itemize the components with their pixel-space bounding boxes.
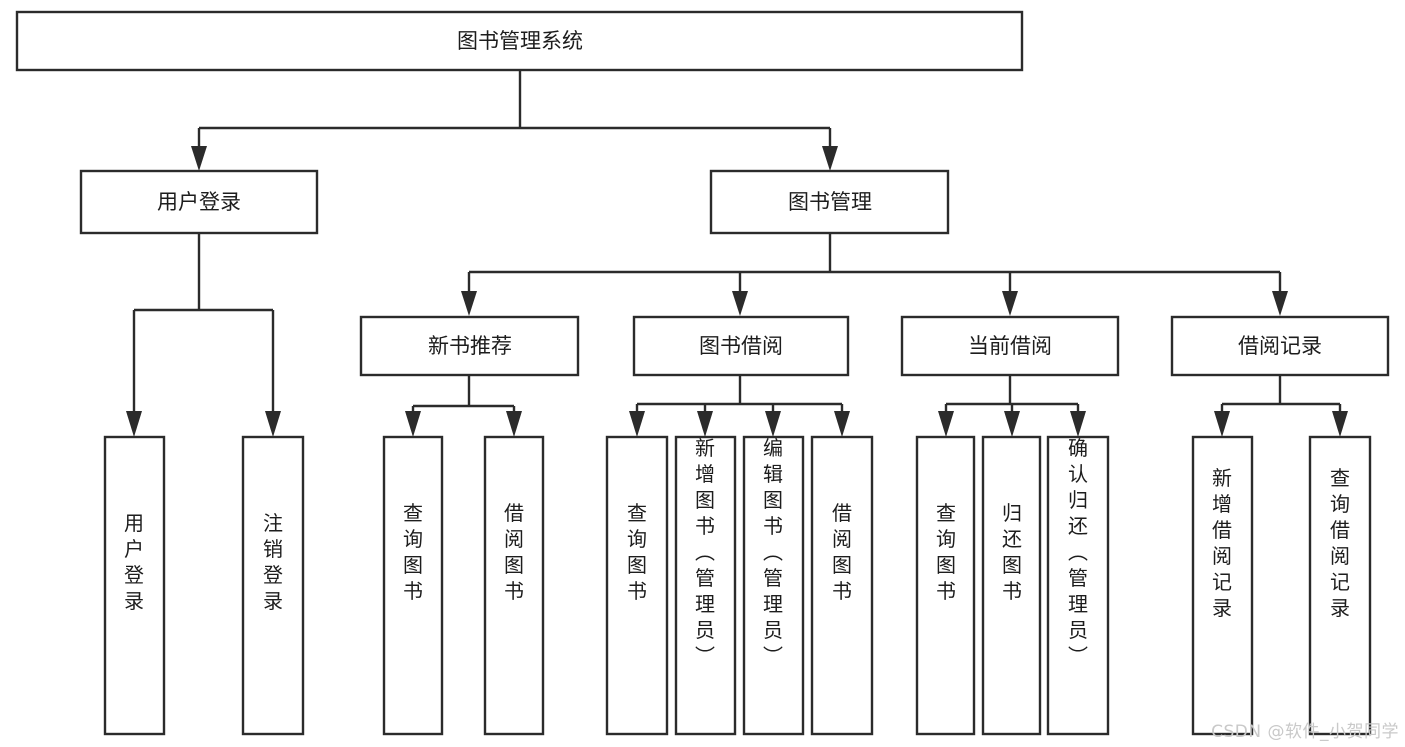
leaf-node[interactable]: 查询图书 bbox=[915, 435, 976, 736]
leaf-recommend-borrow-book-box bbox=[483, 435, 545, 736]
node-book-manage[interactable]: 图书管理 bbox=[709, 169, 950, 235]
node-new-book-recommend[interactable]: 新书推荐 bbox=[359, 315, 580, 377]
leaf-current-query-book-label: 查询图书 bbox=[936, 501, 956, 603]
arrow-head-current-leaf-2 bbox=[1004, 411, 1020, 437]
leaf-record-add-box bbox=[1191, 435, 1254, 736]
arrow-head-book-manage bbox=[822, 146, 838, 171]
node-current-borrow-label: 当前借阅 bbox=[968, 334, 1052, 358]
node-root-label: 图书管理系统 bbox=[457, 29, 583, 53]
leaf-recommend-query-book-box bbox=[382, 435, 444, 736]
node-book-manage-box bbox=[709, 169, 950, 235]
arrow-head-borrow-record bbox=[1272, 291, 1288, 316]
leaf-current-return-book-box bbox=[981, 435, 1042, 736]
leaf-node[interactable]: 借阅图书 bbox=[810, 435, 874, 736]
arrow-head-leaf-user-login bbox=[126, 411, 142, 437]
node-book-borrow-box bbox=[632, 315, 850, 377]
node-new-book-recommend-box bbox=[359, 315, 580, 377]
leaf-recommend-query-book-label: 查询图书 bbox=[403, 501, 423, 603]
leaf-recommend-borrow-book-label: 借阅图书 bbox=[504, 501, 524, 603]
leaf-node[interactable]: 查询借阅记录 bbox=[1308, 435, 1372, 736]
node-root[interactable]: 图书管理系统 bbox=[15, 10, 1024, 72]
leaf-current-query-book-box bbox=[915, 435, 976, 736]
arrow-head-book-borrow bbox=[732, 291, 748, 316]
node-book-borrow-label: 图书借阅 bbox=[699, 334, 783, 358]
node-borrow-record-box bbox=[1170, 315, 1390, 377]
leaf-logout-box bbox=[241, 435, 305, 736]
connector-group bbox=[126, 70, 1348, 437]
leaf-record-query-label: 查询借阅记录 bbox=[1330, 466, 1350, 620]
leaf-node[interactable]: 借阅图书 bbox=[483, 435, 545, 736]
leaf-node[interactable]: 新增图书︵管理员︶ bbox=[674, 435, 737, 736]
leaf-borrow-borrow-book-label: 借阅图书 bbox=[832, 501, 852, 603]
arrow-head-current-borrow bbox=[1002, 291, 1018, 316]
leaf-node[interactable]: 查询图书 bbox=[605, 435, 669, 736]
leaf-borrow-query-book-box bbox=[605, 435, 669, 736]
csdn-watermark: CSDN @软件_小贺同学 bbox=[1211, 722, 1399, 742]
arrow-head-borrow-leaf-1 bbox=[629, 411, 645, 437]
arrow-head-record-leaf-1 bbox=[1214, 411, 1230, 437]
node-user-login-box bbox=[79, 169, 319, 235]
leaf-borrow-query-book-label: 查询图书 bbox=[627, 501, 647, 603]
node-user-login-label: 用户登录 bbox=[157, 190, 241, 214]
leaf-node[interactable]: 用户登录 bbox=[103, 435, 166, 736]
arrow-head-current-leaf-1 bbox=[938, 411, 954, 437]
leaf-current-confirm-return-box bbox=[1046, 435, 1110, 736]
leaf-borrow-edit-book-box bbox=[742, 435, 805, 736]
leaf-current-return-book-label: 归还图书 bbox=[1002, 501, 1022, 603]
leaf-node[interactable]: 新增借阅记录 bbox=[1191, 435, 1254, 736]
leaf-current-confirm-return-label: 确认归还︵管理员︶ bbox=[1068, 436, 1088, 668]
leaf-borrow-edit-book-label: 编辑图书︵管理员︶ bbox=[763, 436, 783, 668]
arrow-head-borrow-leaf-3 bbox=[765, 411, 781, 437]
arrow-head-current-leaf-3 bbox=[1070, 411, 1086, 437]
arrow-head-borrow-leaf-4 bbox=[834, 411, 850, 437]
leaf-borrow-add-book-label: 新增图书︵管理员︶ bbox=[695, 436, 715, 668]
leaf-borrow-add-book-box bbox=[674, 435, 737, 736]
node-book-borrow[interactable]: 图书借阅 bbox=[632, 315, 850, 377]
arrow-head-borrow-leaf-2 bbox=[697, 411, 713, 437]
leaf-node[interactable]: 查询图书 bbox=[382, 435, 444, 736]
leaf-user-login-box bbox=[103, 435, 166, 736]
node-book-manage-label: 图书管理 bbox=[788, 190, 872, 214]
node-root-box bbox=[15, 10, 1024, 72]
leaf-node[interactable]: 归还图书 bbox=[981, 435, 1042, 736]
leaf-user-login-label: 用户登录 bbox=[124, 511, 144, 613]
leaf-logout-label: 注销登录 bbox=[263, 511, 283, 613]
node-current-borrow-box bbox=[900, 315, 1120, 377]
arrow-head-user-login bbox=[191, 146, 207, 171]
arrow-head-record-leaf-2 bbox=[1332, 411, 1348, 437]
arrow-head-leaf-logout bbox=[265, 411, 281, 437]
leaf-node[interactable]: 编辑图书︵管理员︶ bbox=[742, 435, 805, 736]
leaf-record-add-label: 新增借阅记录 bbox=[1212, 466, 1232, 620]
arrow-head-recommend-leaf-1 bbox=[405, 411, 421, 437]
node-borrow-record-label: 借阅记录 bbox=[1238, 334, 1322, 358]
arrow-head-new-book-recommend bbox=[461, 291, 477, 316]
arrow-head-recommend-leaf-2 bbox=[506, 411, 522, 437]
leaf-borrow-borrow-book-box bbox=[810, 435, 874, 736]
node-current-borrow[interactable]: 当前借阅 bbox=[900, 315, 1120, 377]
leaf-record-query-box bbox=[1308, 435, 1372, 736]
leaf-node[interactable]: 确认归还︵管理员︶ bbox=[1046, 435, 1110, 736]
leaf-node[interactable]: 注销登录 bbox=[241, 435, 305, 736]
node-new-book-recommend-label: 新书推荐 bbox=[428, 334, 512, 358]
node-user-login[interactable]: 用户登录 bbox=[79, 169, 319, 235]
node-borrow-record[interactable]: 借阅记录 bbox=[1170, 315, 1390, 377]
